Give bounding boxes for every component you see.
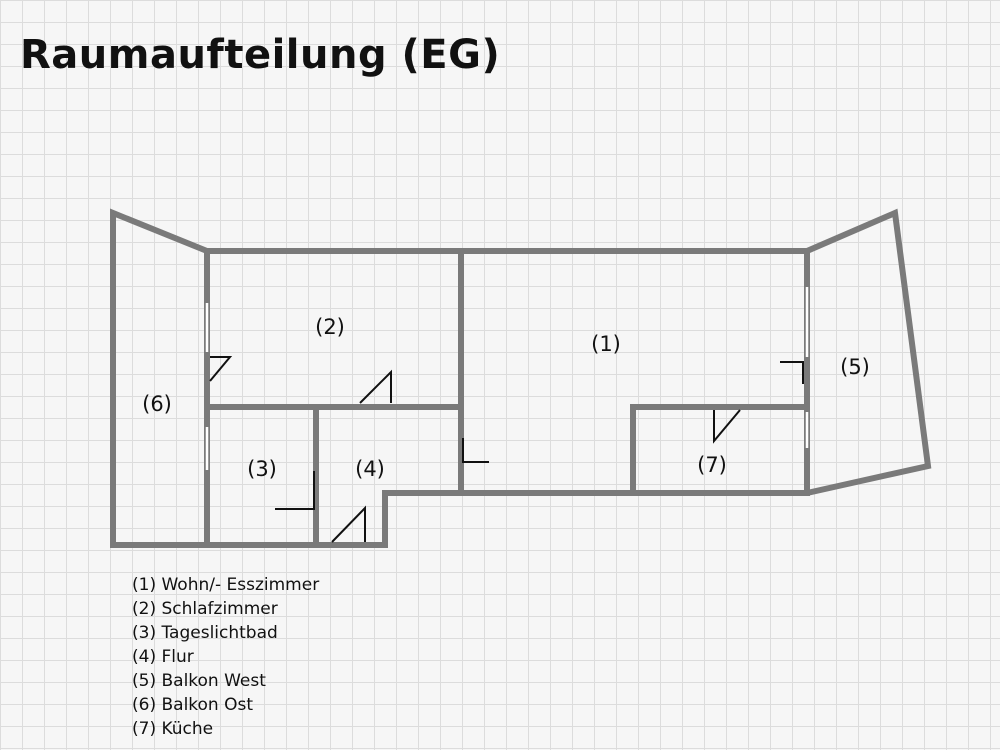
legend-item: (5) Balkon West [132,671,266,691]
room-label-5: (5) [840,355,870,379]
room-label-4: (4) [355,457,385,481]
legend-item: (2) Schlafzimmer [132,599,278,619]
door-living-balcony[interactable] [780,361,804,384]
doors [209,356,804,543]
door-bedroom-balcony[interactable] [209,356,233,382]
room-label-7: (7) [697,453,727,477]
door-bathroom[interactable] [275,471,315,510]
legend-item: (4) Flur [132,647,194,667]
wall-kitchen [630,404,807,493]
room-label-1: (1) [591,332,621,356]
page-title: Raumaufteilung (EG) [20,32,501,78]
room-legend: (1) Wohn/- Esszimmer (2) Schlafzimmer (3… [132,573,319,741]
room-labels: (1) (2) (3) (4) (5) (6) (7) [142,315,870,481]
building-outline [204,248,810,548]
balcony-east-outline [110,208,209,548]
balcony-west-outline [805,208,932,496]
door-living-hall[interactable] [462,438,489,463]
windows [205,287,809,470]
door-kitchen[interactable] [713,409,741,444]
room-label-2: (2) [315,315,345,339]
legend-item: (1) Wohn/- Esszimmer [132,575,320,595]
room-label-6: (6) [142,392,172,416]
door-entrance[interactable] [331,505,366,543]
legend-item: (7) Küche [132,719,214,739]
walls [110,208,932,548]
legend-item: (3) Tageslichtbad [132,623,278,643]
room-label-3: (3) [247,457,277,481]
door-bedroom-hall[interactable] [359,369,392,404]
legend-item: (6) Balkon Ost [132,695,254,715]
